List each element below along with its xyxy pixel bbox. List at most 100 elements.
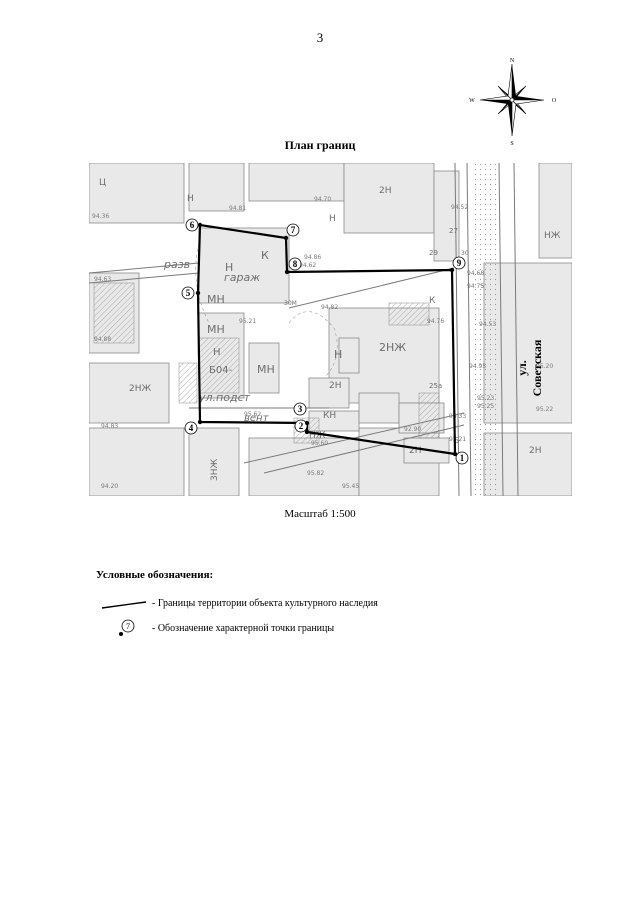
boundary-point-2: 2	[294, 419, 310, 435]
building-label: 2НЖ	[129, 384, 151, 394]
elevation: 94.83	[101, 423, 118, 430]
page-number: 3	[316, 30, 324, 45]
elevation: 95.21	[449, 436, 466, 443]
building-label: К	[429, 296, 436, 306]
plan-title: План границ	[284, 138, 356, 152]
elevation: 95.22	[536, 406, 553, 413]
svg-text:3: 3	[298, 404, 303, 414]
compass-south: S	[510, 141, 513, 146]
boundary-point-4: 4	[184, 419, 203, 435]
building-label: Н	[329, 214, 336, 224]
building-label: Б04-	[209, 365, 233, 376]
elevation: 94.81	[229, 205, 246, 212]
map-scale: Масштаб 1:500	[284, 508, 356, 520]
svg-text:7: 7	[291, 225, 296, 235]
legend-row-point: 7 - Обозначение характерной точки границ…	[100, 618, 500, 640]
legend-boundary-text: - Границы территории объекта культурного…	[152, 598, 378, 609]
elevation: 95.60	[311, 440, 328, 447]
elevation: 94.88	[94, 336, 111, 343]
elevation: 94.68	[467, 270, 484, 277]
building-label: КН	[323, 411, 336, 421]
building-label: 3НЖ	[210, 459, 220, 481]
elevation: 94.75	[467, 283, 484, 290]
map-labels: 2Н 2НЖ К Н МН НЖ КН 2Н Ц НЖ 2НЖ 3НЖ 2Н Н…	[99, 178, 561, 481]
elevation: 95.33	[449, 413, 466, 420]
annotation: ул.подст	[198, 391, 251, 404]
street-lines	[89, 163, 519, 496]
building-label: НЖ	[309, 431, 326, 441]
elevation: 94.86	[304, 254, 321, 261]
street-label: ул. Советская	[515, 339, 544, 397]
building-label: МН	[207, 323, 225, 336]
building-label: 2Н	[329, 381, 342, 391]
elevation: 95.82	[307, 470, 324, 477]
elevation: 94.82	[321, 304, 338, 311]
annotation: 30	[461, 250, 469, 257]
svg-text:5: 5	[186, 288, 191, 298]
boundary-point-6: 6	[185, 218, 203, 232]
annotation: 25а	[429, 382, 442, 390]
legend-point-text: - Обозначение характерной точки границы	[152, 623, 335, 634]
boundary-point-8: 8	[284, 257, 302, 275]
annotation: гараж	[224, 271, 260, 284]
elevation: 95.62	[244, 411, 261, 418]
building-label: 2НЖ	[379, 341, 406, 354]
legend-title: Условные обозначения:	[96, 569, 214, 581]
svg-text:1: 1	[460, 453, 465, 463]
legend-row-boundary: - Границы территории объекта культурного…	[100, 598, 500, 612]
elevation: 94.62	[299, 262, 316, 269]
annotation: З0М	[284, 300, 297, 307]
building-label: 2Н	[529, 446, 542, 456]
boundary-points: 1 2 3 4 5	[181, 218, 469, 465]
boundary-point-3: 3	[293, 402, 309, 425]
elevation: 94.95	[469, 363, 486, 370]
svg-text:4: 4	[189, 423, 194, 433]
building-label: Н	[334, 348, 342, 361]
annotation: 29	[429, 249, 438, 257]
svg-text:2: 2	[299, 421, 304, 431]
elevation: 94.53	[479, 321, 496, 328]
elevation-labels: 94.81 94.70 94.52 94.36 94.86 94.68 94.7…	[92, 196, 553, 490]
svg-text:9: 9	[457, 258, 462, 268]
boundary-point-9: 9	[449, 256, 466, 273]
annotation: вент	[244, 413, 270, 424]
building-label: МН	[257, 363, 275, 376]
compass-east: O	[552, 98, 557, 104]
boundary-point-5: 5	[181, 286, 201, 300]
elevation: 92.90	[404, 426, 421, 433]
compass-west: W	[469, 98, 475, 104]
boundary-point-1: 1	[452, 451, 469, 465]
building-label: Н	[225, 261, 233, 274]
svg-text:6: 6	[190, 220, 195, 230]
elevation: 95.23	[477, 395, 494, 402]
annotation: 27	[449, 227, 458, 235]
elevation: 95.45	[342, 483, 359, 490]
annotation: Б	[454, 436, 460, 445]
building-label: МН	[207, 293, 225, 306]
boundary-point-7: 7	[283, 223, 300, 241]
elevation: 95.20	[536, 363, 553, 370]
elevation: 94.63	[94, 276, 111, 283]
annotation: разв	[163, 258, 190, 271]
elevation: 94.52	[451, 204, 468, 211]
compass-rose-icon: N S W O	[469, 58, 557, 146]
elevation: 94.36	[92, 213, 109, 220]
building-label: 2Н	[409, 446, 422, 456]
boundary-point-icon: 7	[119, 619, 135, 636]
building-label: 2Н	[379, 186, 392, 196]
elevation: 95.21	[239, 318, 256, 325]
building-label: Н	[213, 347, 221, 358]
boundary-line-icon	[101, 601, 147, 609]
boundary-map: 2Н 2НЖ К Н МН НЖ КН 2Н Ц НЖ 2НЖ 3НЖ 2Н Н…	[89, 163, 572, 496]
elevation: 95.25	[477, 403, 494, 410]
elevation: 94.20	[101, 483, 118, 490]
elevation: 94.70	[314, 196, 331, 203]
svg-text:8: 8	[293, 259, 298, 269]
building-label: Ц	[99, 178, 106, 188]
compass-north: N	[510, 58, 515, 64]
legend-point-number: 7	[126, 622, 130, 631]
building-label: Н	[187, 194, 194, 204]
elevation: 94.76	[427, 318, 444, 325]
building-label: НЖ	[544, 231, 561, 241]
building-label: К	[261, 249, 269, 262]
